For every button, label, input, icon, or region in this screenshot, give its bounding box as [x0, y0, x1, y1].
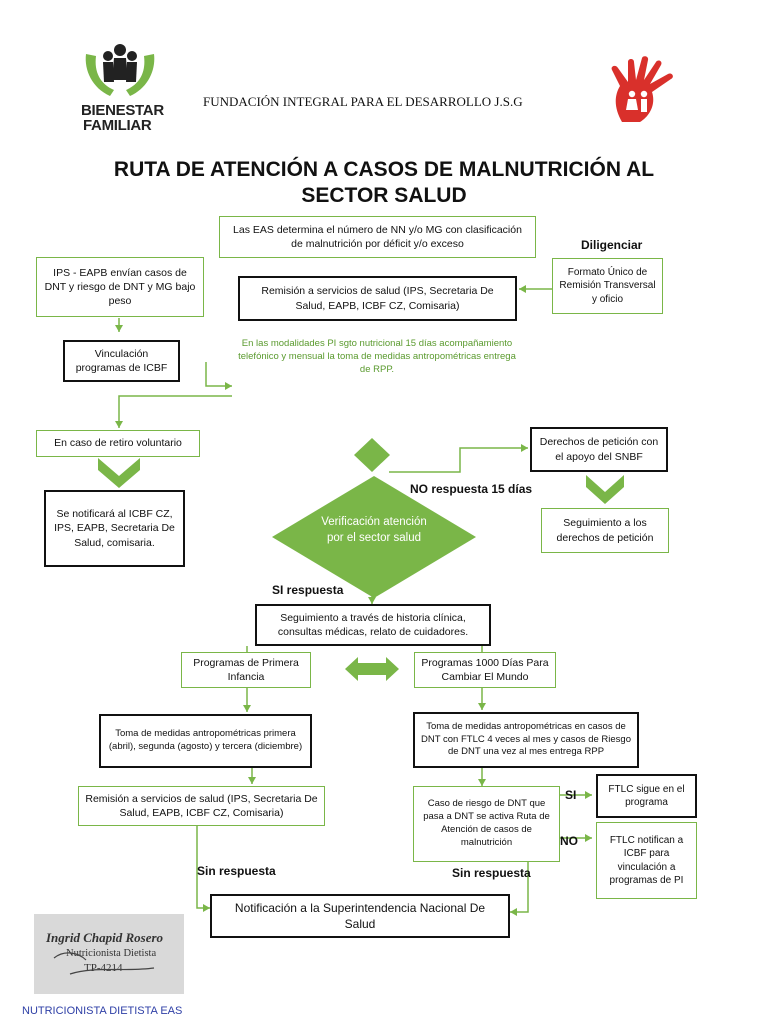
retiro-box: En caso de retiro voluntario: [36, 430, 200, 457]
chevron-down-icon: [586, 475, 624, 504]
chevron-down-icon: [98, 458, 140, 488]
red-hand-icon: [611, 56, 673, 122]
bienestar-familiar-logo: BIENESTAR FAMILIAR: [78, 40, 164, 134]
notificara-box: Se notificará al ICBF CZ, IPS, EAPB, Sec…: [44, 490, 185, 567]
si-respuesta-label: SI respuesta: [272, 583, 344, 597]
logo-text-line2: FAMILIAR: [83, 117, 152, 134]
red-hand-children-logo: [608, 56, 690, 126]
decision-diamond-small: [354, 438, 390, 472]
ftlc-sigue-box: FTLC sigue en el programa: [596, 774, 697, 818]
footer-text: NUTRICIONISTA DIETISTA EAS: [22, 1005, 183, 1017]
logo-text-line1: BIENESTAR: [81, 102, 164, 119]
signature-role: Nutricionista Dietista: [66, 948, 157, 959]
toma-pi-box: Toma de medidas antropométricas primera …: [99, 714, 312, 768]
page-title-line1: RUTA DE ATENCIÓN A CASOS DE MALNUTRICIÓN…: [113, 158, 655, 181]
double-arrow-icon: [345, 657, 399, 681]
diligenciar-label: Diligenciar: [581, 238, 643, 252]
toma-1000-box: Toma de medidas antropométricas en casos…: [413, 712, 639, 768]
remision1-box: Remisión a servicios de salud (IPS, Secr…: [238, 276, 517, 321]
si-label: SI: [565, 788, 577, 802]
vinculacion-box: Vinculación programas de ICBF: [63, 340, 180, 382]
arrowheads: [115, 285, 592, 916]
ips-box: IPS - EAPB envían casos de DNT y riesgo …: [36, 257, 204, 317]
formato-box: Formato Único de Remisión Transversal y …: [552, 258, 663, 314]
mil-dias-box: Programas 1000 Días Para Cambiar El Mund…: [414, 652, 556, 688]
seguimiento-derechos-box: Seguimiento a los derechos de petición: [541, 508, 669, 553]
modalidades-note: En las modalidades PI sgto nutricional 1…: [238, 338, 516, 375]
signature-name: Ingrid Chapid Rosero: [46, 930, 164, 945]
signature-tp: TP-4214: [84, 962, 123, 974]
seguimiento-hc-box: Seguimiento a través de historia clínica…: [255, 604, 491, 646]
primera-infancia-box: Programas de Primera Infancia: [181, 652, 311, 688]
notificacion-box: Notificación a la Superintendencia Nacio…: [210, 894, 510, 938]
ftlc-notifican-box: FTLC notifican a ICBF para vinculación a…: [596, 822, 697, 899]
verificacion-label: Verificación atención por el sector salu…: [321, 516, 427, 545]
no-label: NO: [560, 834, 578, 848]
signature-stamp: Ingrid Chapid Rosero Nutricionista Dieti…: [34, 914, 184, 994]
eas-box: Las EAS determina el número de NN y/o MG…: [219, 216, 536, 258]
foundation-name: FUNDACIÓN INTEGRAL PARA EL DESARROLLO J.…: [203, 94, 523, 109]
sin-respuesta-left-label: Sin respuesta: [197, 864, 276, 878]
signature-scribble-icon: [53, 952, 155, 975]
page-title-line2: SECTOR SALUD: [301, 184, 467, 207]
derechos-box: Derechos de petición con el apoyo del SN…: [530, 427, 668, 472]
caso-riesgo-box: Caso de riesgo de DNT que pasa a DNT se …: [413, 786, 560, 862]
sin-respuesta-right-label: Sin respuesta: [452, 866, 531, 880]
family-hands-icon: [85, 44, 155, 96]
decision-diamond-large: [272, 476, 476, 598]
remision2-box: Remisión a servicios de salud (IPS, Secr…: [78, 786, 325, 826]
no-respuesta-label: NO respuesta 15 días: [410, 482, 533, 496]
